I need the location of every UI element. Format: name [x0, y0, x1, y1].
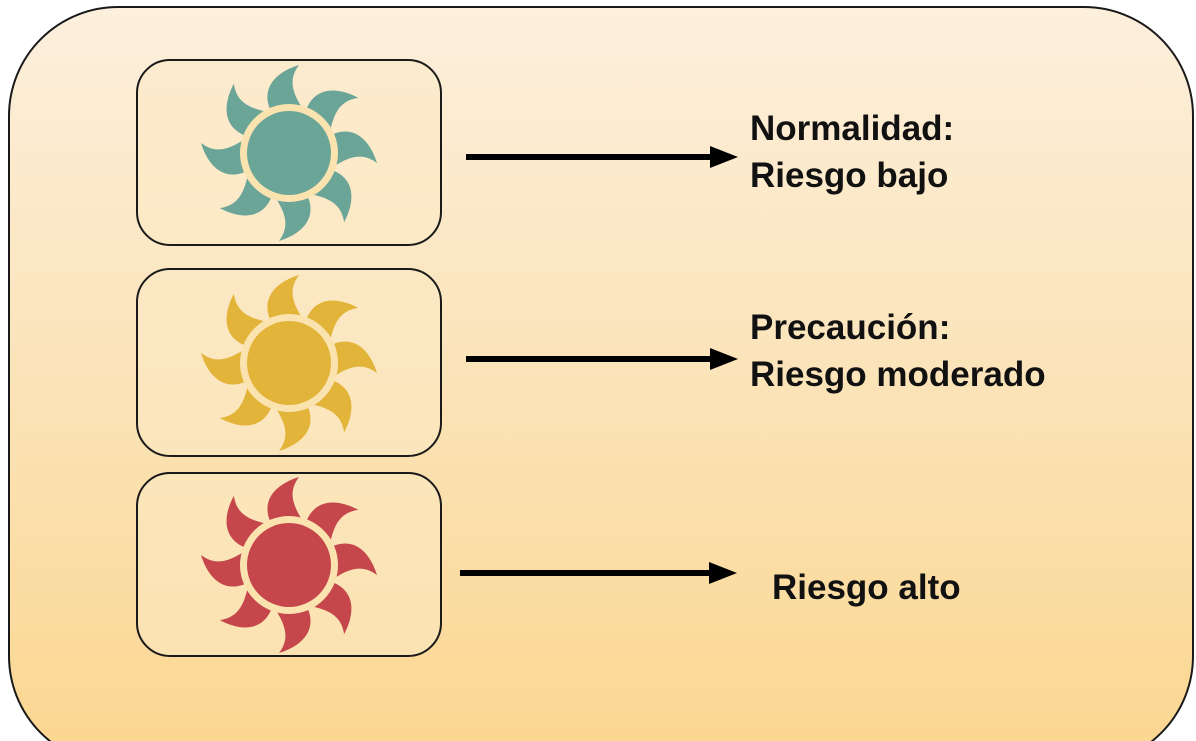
sun-ray	[327, 341, 377, 381]
label-low-risk: Normalidad: Riesgo bajo	[750, 105, 954, 199]
arrow-moderate-risk	[466, 348, 738, 370]
sun-icon	[201, 274, 377, 451]
sun-ray	[327, 131, 377, 171]
sun-ray	[201, 134, 251, 174]
arrow-high-risk	[460, 562, 737, 584]
label-heading: Precaución:	[750, 308, 951, 347]
sun-ray	[267, 476, 307, 527]
arrow-low-risk	[466, 146, 738, 168]
icon-box-low-risk	[136, 59, 442, 246]
label-moderate-risk: Precaución: Riesgo moderado	[750, 304, 1046, 398]
icon-box-high-risk	[136, 472, 442, 657]
sun-core	[247, 320, 331, 405]
label-text: Riesgo moderado	[750, 355, 1046, 394]
sun-ray	[271, 400, 311, 451]
sun-icon	[201, 64, 377, 241]
sun-ray	[201, 344, 251, 384]
sun-ray	[327, 543, 377, 583]
sun-core	[247, 522, 331, 607]
sun-ray	[267, 64, 307, 115]
icon-box-moderate-risk	[136, 268, 442, 457]
sun-ray	[271, 190, 311, 241]
label-text: Riesgo bajo	[750, 156, 949, 195]
sun-ray	[271, 602, 311, 653]
sun-core	[247, 110, 331, 195]
sun-ray	[267, 274, 307, 325]
label-heading: Normalidad:	[750, 109, 955, 148]
sun-ray	[201, 546, 251, 586]
label-text: Riesgo alto	[772, 568, 961, 607]
label-high-risk: Riesgo alto	[772, 564, 961, 611]
sun-icon	[201, 476, 377, 653]
